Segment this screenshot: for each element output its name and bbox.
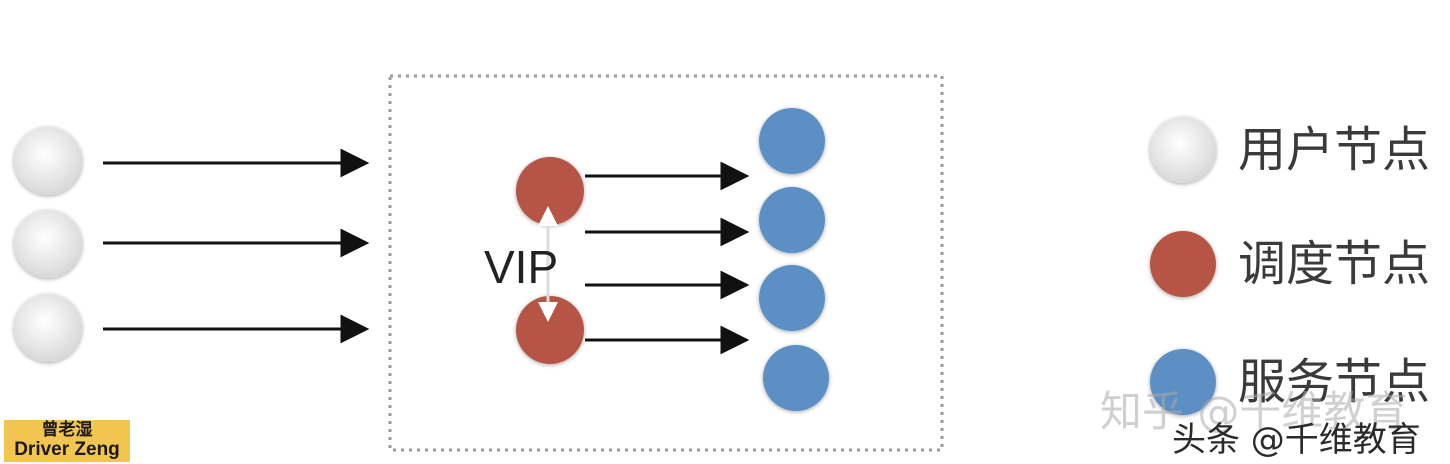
service-node-3 [759,265,825,331]
legend-user-swatch [1150,117,1216,183]
scheduler-node-2 [516,296,584,364]
scheduler-arrowhead-4 [720,325,750,355]
badge-line-2: Driver Zeng [14,439,120,460]
zhihu-watermark: 知乎 @千维教育 [1100,387,1408,436]
badge-line-1: 曾老湿 [41,420,93,439]
legend-service-swatch [1150,349,1216,415]
service-node-4 [763,345,829,411]
user-node-2 [14,210,82,278]
scheduler-arrowhead-3 [720,270,750,300]
user-node-1 [14,127,82,195]
scheduler-arrowhead-1 [720,161,750,191]
user-arrowhead-3 [340,314,370,344]
toutiao-watermark: 头条 @千维教育 [1172,420,1421,460]
user-node-3 [14,294,82,362]
vip-label: VIP [484,241,559,293]
user-arrowhead-1 [340,148,370,178]
service-node-2 [759,187,825,253]
vip-double-arrow [538,206,558,322]
author-badge: 曾老湿 Driver Zeng [4,420,130,462]
legend-label-scheduler: 调度节点 [1238,236,1431,292]
legend-label-user: 用户节点 [1238,122,1431,178]
user-arrowhead-2 [340,228,370,258]
scheduler-arrowhead-2 [720,217,750,247]
cluster-box [388,74,944,452]
service-node-1 [759,108,825,174]
legend-scheduler-swatch [1150,231,1216,297]
scheduler-node-1 [516,157,584,225]
legend-label-service: 服务节点 [1238,354,1431,410]
